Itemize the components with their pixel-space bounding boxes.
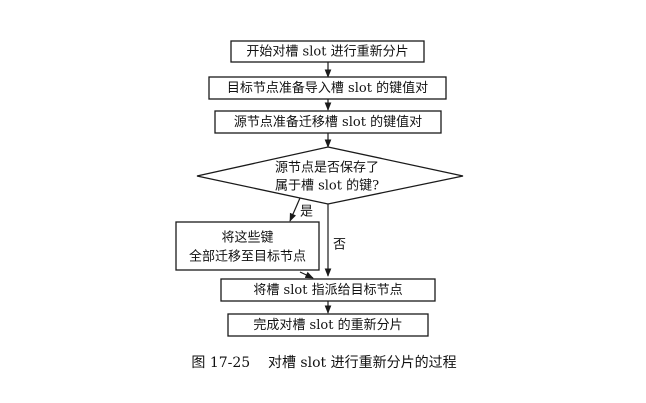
edge-decision-yes xyxy=(289,197,301,222)
assign-text: 将槽 slot 指派给目标节点 xyxy=(253,283,402,298)
finish-box xyxy=(227,313,429,337)
decision-diamond xyxy=(196,146,464,205)
yes-label: 是 xyxy=(300,205,313,220)
target-prepare-text: 目标节点准备导入槽 slot 的键值对 xyxy=(227,80,428,96)
edge-migrate-to-assign xyxy=(299,271,314,279)
start-box xyxy=(230,40,425,63)
target-prepare-box xyxy=(208,76,447,100)
decision-text-line2: 属于槽 slot 的键? xyxy=(275,178,379,194)
migrate-text-line1: 将这些键 xyxy=(221,230,273,246)
assign-box xyxy=(220,278,436,302)
migrate-text-line2: 全部迁移至目标节点 xyxy=(189,249,306,265)
decision-text-line1: 源节点是否保存了 xyxy=(275,161,379,176)
source-prepare-text: 源节点准备迁移槽 slot 的键值对 xyxy=(234,114,422,130)
figure-caption: 图 17-25 对槽 slot 进行重新分片的过程 xyxy=(191,355,456,371)
source-prepare-box xyxy=(214,110,442,134)
finish-text: 完成对槽 slot 的重新分片 xyxy=(253,317,402,333)
no-label: 否 xyxy=(333,238,346,253)
migrate-box xyxy=(175,221,320,271)
start-text: 开始对槽 slot 进行重新分片 xyxy=(246,44,408,60)
